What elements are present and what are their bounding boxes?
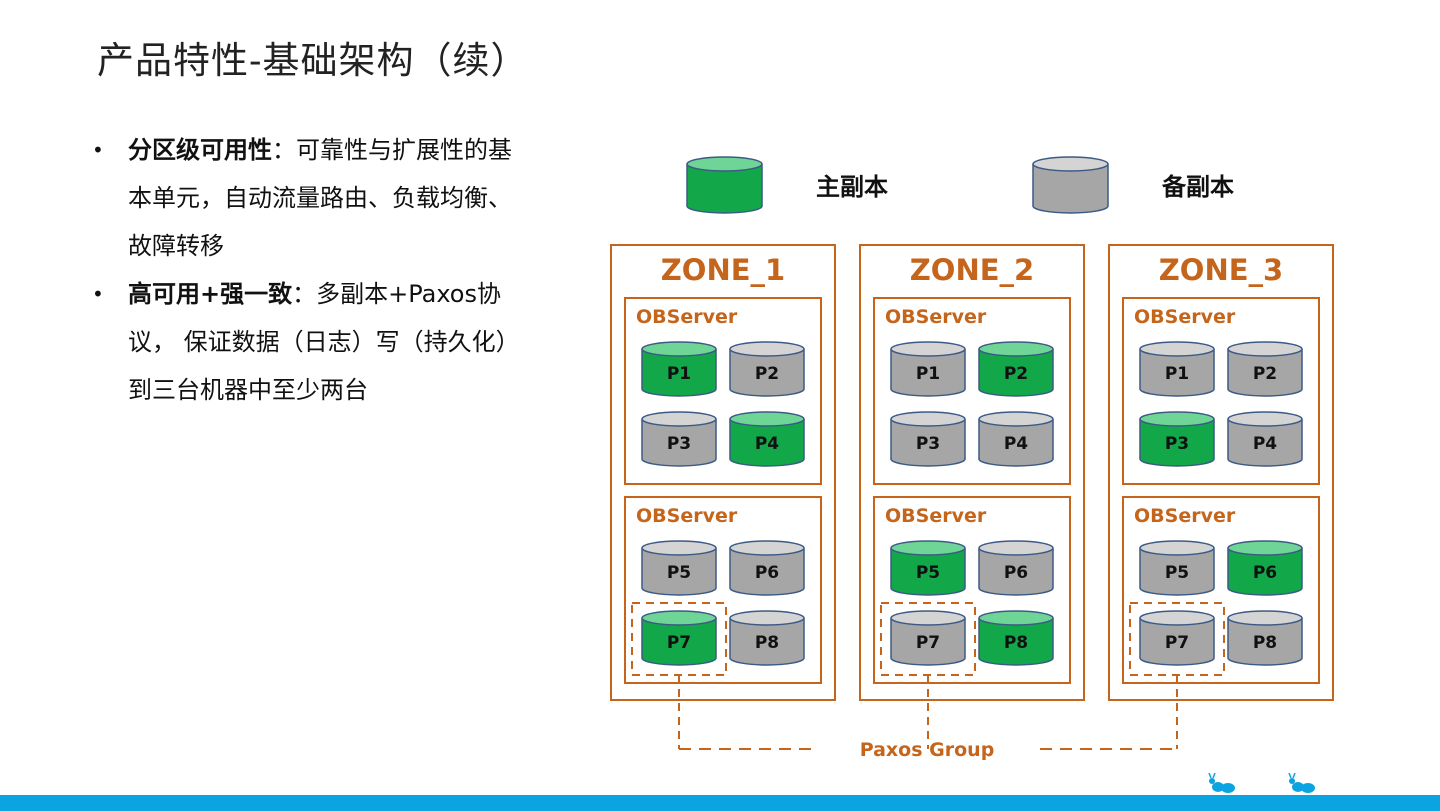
paxos-group-label: Paxos Group (860, 739, 995, 761)
ant-icon (1208, 773, 1235, 793)
bullet-item: • 分区级可用性：可靠性与扩展性的基本单元，自动流量路由、负载均衡、故障转移 (92, 126, 532, 270)
partition-label: P2 (1253, 364, 1277, 384)
partition-cylinder: P7 (1139, 610, 1215, 666)
partition-cylinder: P4 (729, 411, 805, 467)
partition-cylinder: P7 (890, 610, 966, 666)
partition-label: P3 (667, 434, 691, 454)
partition-cylinder: P6 (978, 540, 1054, 596)
observer-box (1122, 297, 1320, 485)
partition-label: P4 (1253, 434, 1277, 454)
partition-label: P7 (916, 633, 940, 653)
ant-icon (1288, 773, 1315, 793)
partition-cylinder: P3 (890, 411, 966, 467)
partition-label: P5 (667, 563, 691, 583)
partition-label: P8 (1253, 633, 1277, 653)
partition-label: P2 (755, 364, 779, 384)
observer-label: OBServer (1134, 505, 1236, 527)
partition-cylinder: P1 (1139, 341, 1215, 397)
observer-label: OBServer (885, 505, 987, 527)
footer-bar (0, 795, 1440, 811)
partition-label: P1 (1165, 364, 1189, 384)
bullet-dot-icon: • (92, 282, 104, 306)
observer-box (624, 496, 822, 684)
partition-cylinder: P8 (1227, 610, 1303, 666)
observer-label: OBServer (636, 505, 738, 527)
partition-label: P3 (1165, 434, 1189, 454)
observer-label: OBServer (636, 306, 738, 328)
partition-cylinder: P8 (978, 610, 1054, 666)
primary-replica-legend-icon (686, 156, 763, 214)
partition-cylinder: P4 (978, 411, 1054, 467)
partition-cylinder: P6 (729, 540, 805, 596)
zone-title: ZONE_1 (661, 253, 785, 287)
partition-cylinder: P4 (1227, 411, 1303, 467)
partition-cylinder: P6 (1227, 540, 1303, 596)
observer-box (624, 297, 822, 485)
partition-cylinder: P1 (890, 341, 966, 397)
observer-box (873, 297, 1071, 485)
primary-replica-legend-label: 主副本 (816, 173, 888, 201)
partition-cylinder: P3 (1139, 411, 1215, 467)
zone-title: ZONE_3 (1159, 253, 1283, 287)
partition-label: P6 (1253, 563, 1277, 583)
observer-label: OBServer (1134, 306, 1236, 328)
partition-cylinder: P5 (641, 540, 717, 596)
bullet-list: • 分区级可用性：可靠性与扩展性的基本单元，自动流量路由、负载均衡、故障转移 •… (92, 126, 532, 414)
partition-cylinder: P2 (729, 341, 805, 397)
partition-label: P5 (916, 563, 940, 583)
partition-cylinder: P7 (641, 610, 717, 666)
observer-box (1122, 496, 1320, 684)
partition-label: P2 (1004, 364, 1028, 384)
zone-box (859, 244, 1085, 701)
partition-label: P1 (916, 364, 940, 384)
partition-label: P5 (1165, 563, 1189, 583)
partition-cylinder: P3 (641, 411, 717, 467)
bullet-heading: 分区级可用性 (128, 136, 272, 164)
partition-label: P3 (916, 434, 940, 454)
partition-label: P4 (1004, 434, 1028, 454)
partition-label: P7 (1165, 633, 1189, 653)
slide-title: 产品特性-基础架构（续） (97, 39, 529, 82)
partition-cylinder: P8 (729, 610, 805, 666)
zone-title: ZONE_2 (910, 253, 1034, 287)
partition-label: P4 (755, 434, 779, 454)
bullet-item: • 高可用+强一致：多副本+Paxos协议， 保证数据（日志）写（持久化）到三台… (92, 270, 532, 414)
partition-label: P8 (755, 633, 779, 653)
bullet-heading: 高可用+强一致 (128, 280, 293, 308)
partition-label: P6 (1004, 563, 1028, 583)
partition-cylinder: P5 (890, 540, 966, 596)
bullet-text: ：可靠性与扩展性的基本单元，自动流量路由、负载均衡、故障转移 (128, 136, 512, 260)
observer-label: OBServer (885, 306, 987, 328)
partition-cylinder: P2 (1227, 341, 1303, 397)
partition-label: P7 (667, 633, 691, 653)
bullet-text: ：多副本+Paxos协议， 保证数据（日志）写（持久化）到三台机器中至少两台 (128, 280, 520, 404)
partition-label: P6 (755, 563, 779, 583)
partition-cylinder: P2 (978, 341, 1054, 397)
partition-cylinder: P5 (1139, 540, 1215, 596)
bullet-dot-icon: • (92, 138, 104, 162)
partition-cylinder: P1 (641, 341, 717, 397)
backup-replica-legend-icon (1032, 156, 1109, 214)
backup-replica-legend-label: 备副本 (1161, 173, 1234, 201)
zone-box (610, 244, 836, 701)
partition-label: P1 (667, 364, 691, 384)
observer-box (873, 496, 1071, 684)
partition-label: P8 (1004, 633, 1028, 653)
zone-box (1108, 244, 1334, 701)
